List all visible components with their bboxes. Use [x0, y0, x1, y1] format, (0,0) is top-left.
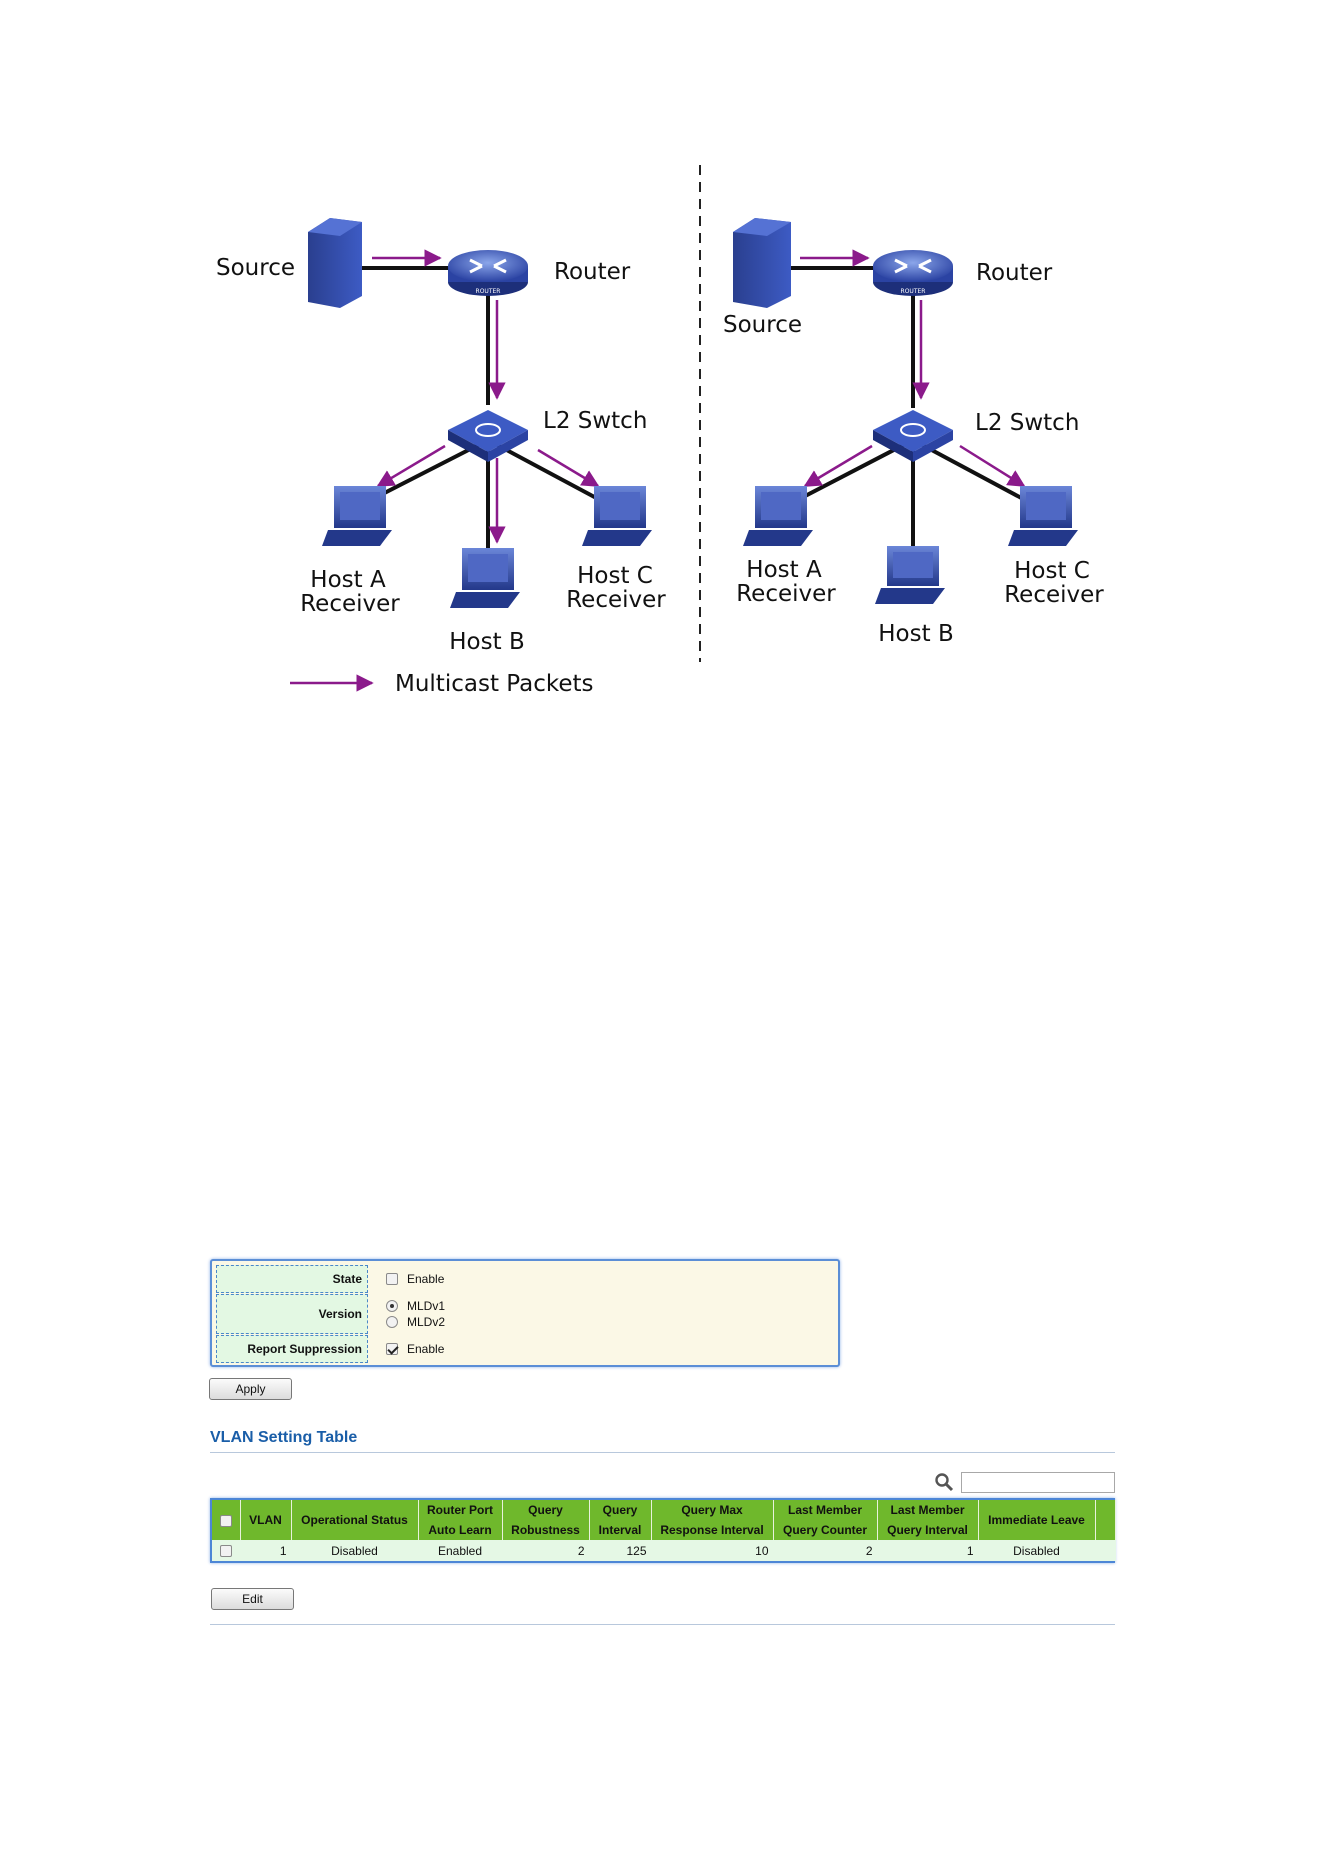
- column-header: Operational Status: [291, 1500, 419, 1540]
- label-host-c: Host C: [577, 563, 653, 589]
- version-mldv1-option[interactable]: MLDv1: [386, 1298, 445, 1314]
- table-row[interactable]: 1 Disabled Enabled 2 125 10 2 1 Disabled: [212, 1540, 1116, 1561]
- table-cell: 2: [773, 1540, 878, 1561]
- host-c-computer-icon: [1008, 486, 1078, 546]
- router-icon: ROUTER: [448, 250, 528, 296]
- left-scenario: ROUTER Source Router L2 Swtch Host A: [216, 218, 666, 655]
- label-host-c-role: Receiver: [1004, 582, 1104, 608]
- version-row: Version MLDv1 MLDv2: [216, 1294, 836, 1334]
- label-host-a-role: Receiver: [300, 591, 400, 617]
- mld-settings-panel: State Enable Version MLDv1 MLDv2 Report …: [210, 1259, 840, 1367]
- table-cell: 125: [589, 1540, 652, 1561]
- host-a-computer-icon: [743, 486, 813, 546]
- table-cell: 1: [877, 1540, 979, 1561]
- label-host-a: Host A: [310, 567, 386, 593]
- version-label: Version: [216, 1294, 368, 1334]
- multicast-arrow: [803, 444, 873, 488]
- version-mldv1-label: MLDv1: [407, 1299, 446, 1313]
- table-cell: 10: [651, 1540, 774, 1561]
- host-b-computer-icon: [450, 548, 520, 608]
- report-suppression-enable-option[interactable]: Enable: [386, 1341, 444, 1357]
- column-header: Immediate Leave: [978, 1500, 1096, 1540]
- apply-button[interactable]: Apply: [209, 1378, 292, 1400]
- table-cell: Disabled: [978, 1540, 1096, 1561]
- table-cell-spacer: [1095, 1540, 1116, 1561]
- label-l2-switch: L2 Swtch: [543, 408, 647, 434]
- right-scenario: ROUTER Source Router L2 Swtch Host A Rec…: [723, 218, 1104, 647]
- table-cell: Enabled: [418, 1540, 503, 1561]
- row-select-cell: [212, 1540, 241, 1561]
- search-input[interactable]: [961, 1472, 1115, 1493]
- state-enable-label: Enable: [407, 1272, 445, 1286]
- label-router: Router: [976, 260, 1053, 286]
- version-mldv2-radio[interactable]: [386, 1316, 398, 1328]
- label-host-c-role: Receiver: [566, 587, 666, 613]
- legend: Multicast Packets: [290, 671, 594, 697]
- label-l2-switch: L2 Swtch: [975, 410, 1079, 436]
- host-b-computer-icon: [875, 546, 945, 604]
- state-label: State: [216, 1265, 368, 1293]
- version-mldv2-option[interactable]: MLDv2: [386, 1314, 445, 1330]
- source-server-icon: [308, 218, 362, 308]
- report-suppression-label: Report Suppression: [216, 1335, 368, 1363]
- table-cell: Disabled: [291, 1540, 419, 1561]
- search-icon[interactable]: [934, 1472, 954, 1492]
- select-all-header: [212, 1500, 241, 1540]
- host-a-computer-icon: [322, 486, 392, 546]
- host-c-computer-icon: [582, 486, 652, 546]
- svg-text:ROUTER: ROUTER: [901, 288, 926, 295]
- report-suppression-row: Report Suppression Enable: [216, 1335, 836, 1363]
- state-row: State Enable: [216, 1265, 836, 1293]
- report-suppression-checkbox[interactable]: [386, 1343, 398, 1355]
- label-source: Source: [216, 255, 295, 281]
- label-host-b: Host B: [878, 621, 953, 647]
- label-host-b: Host B: [449, 629, 524, 655]
- label-host-a-role: Receiver: [736, 581, 836, 607]
- legend-label: Multicast Packets: [395, 671, 594, 697]
- report-suppression-enable-label: Enable: [407, 1342, 445, 1356]
- multicast-arrow: [376, 444, 446, 488]
- section-divider: [210, 1452, 1115, 1453]
- state-enable-checkbox[interactable]: [386, 1273, 398, 1285]
- l2-switch-icon: [448, 410, 528, 462]
- label-router: Router: [554, 259, 631, 285]
- multicast-arrow: [959, 444, 1026, 488]
- edit-button[interactable]: Edit: [211, 1588, 294, 1610]
- multicast-arrow: [537, 448, 600, 488]
- column-header: VLAN: [240, 1500, 292, 1540]
- svg-text:ROUTER: ROUTER: [476, 288, 501, 295]
- state-enable-option[interactable]: Enable: [386, 1271, 444, 1287]
- label-host-a: Host A: [746, 557, 822, 583]
- source-server-icon: [733, 218, 791, 308]
- table-cell: 2: [502, 1540, 590, 1561]
- version-mldv2-label: MLDv2: [407, 1315, 446, 1329]
- multicast-network-diagram: ROUTER Source Router L2 Swtch Host A: [216, 165, 1104, 697]
- l2-switch-icon: [873, 410, 953, 462]
- router-icon: ROUTER: [873, 250, 953, 296]
- row-select-checkbox[interactable]: [219, 1545, 232, 1558]
- section-title: VLAN Setting Table: [210, 1429, 358, 1446]
- label-host-c: Host C: [1014, 558, 1090, 584]
- column-header-spacer: [1095, 1500, 1116, 1540]
- table-cell: 1: [240, 1540, 292, 1561]
- select-all-checkbox[interactable]: [219, 1514, 232, 1527]
- version-mldv1-radio[interactable]: [386, 1300, 398, 1312]
- label-source: Source: [723, 312, 802, 338]
- bottom-divider: [210, 1624, 1115, 1625]
